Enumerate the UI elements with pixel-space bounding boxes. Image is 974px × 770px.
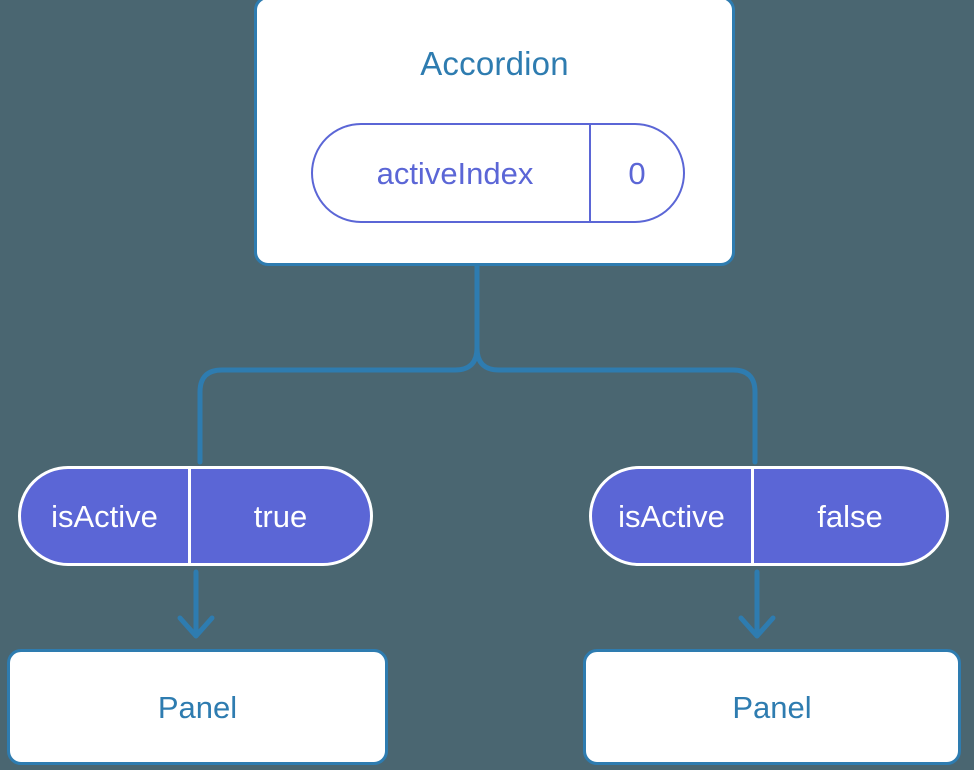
accordion-state-key: activeIndex [376, 155, 534, 191]
accordion-state-pill[interactable]: activeIndex 0 [311, 123, 685, 223]
right-panel-card[interactable]: Panel [583, 649, 961, 765]
left-panel-card[interactable]: Panel [7, 649, 388, 765]
arrow-left-head-icon [177, 615, 215, 639]
left-prop-value: true [188, 469, 370, 563]
connector-tree-path-right [474, 345, 758, 465]
right-panel-title: Panel [732, 689, 812, 725]
right-prop-pill[interactable]: isActive false [589, 466, 949, 566]
accordion-component-card[interactable]: Accordion activeIndex 0 [254, 0, 735, 266]
left-prop-key: isActive [51, 498, 158, 534]
right-prop-value: false [751, 469, 946, 563]
left-panel-title: Panel [157, 689, 238, 725]
arrow-right-head-icon [738, 615, 776, 639]
accordion-title: Accordion [420, 45, 569, 82]
accordion-state-value: 0 [589, 125, 683, 221]
left-prop-pill[interactable]: isActive true [18, 466, 373, 566]
right-prop-key: isActive [618, 498, 725, 534]
connector-tree-path [197, 263, 480, 465]
